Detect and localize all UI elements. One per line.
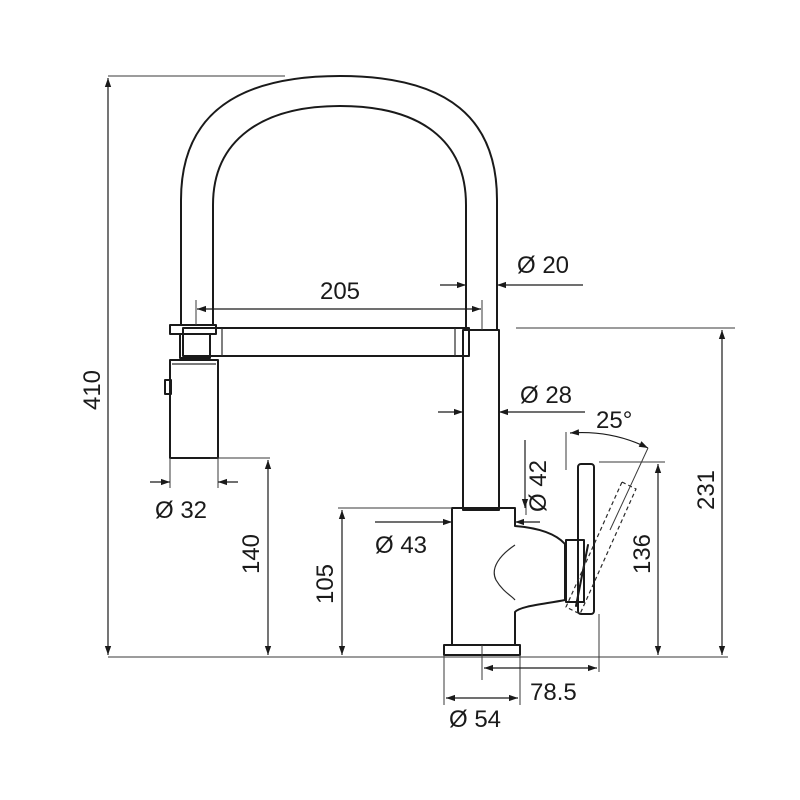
gooseneck-hose-inner <box>212 105 467 331</box>
dimension-lines <box>104 78 726 702</box>
faucet-outline <box>164 75 637 656</box>
lever-hub <box>565 539 585 603</box>
label-lever-offset: 78.5 <box>530 679 577 706</box>
label-lever-height: 136 <box>629 534 656 574</box>
lever-rotated <box>565 481 637 615</box>
dimension-labels: 410 205 Ø 20 Ø 28 Ø 32 25° Ø 42 Ø 43 140… <box>79 252 720 733</box>
label-collar-height: 105 <box>312 564 339 604</box>
label-body-dia: Ø 43 <box>375 532 427 559</box>
label-spout-height: 231 <box>693 470 720 510</box>
label-spout-reach: 205 <box>320 278 360 305</box>
extension-lines <box>108 75 735 705</box>
label-spray-head-dia: Ø 32 <box>155 497 207 524</box>
dim-angle-arc <box>569 429 649 449</box>
gooseneck-hose <box>180 75 498 331</box>
label-base-dia: Ø 54 <box>449 706 501 733</box>
spray-holder-cap <box>169 324 217 335</box>
spout-arm <box>182 327 470 357</box>
body-groove <box>493 544 516 601</box>
label-collar-dia: Ø 42 <box>525 460 552 512</box>
spray-button <box>164 379 172 395</box>
label-spout-dia: Ø 28 <box>520 382 572 409</box>
spray-holder <box>179 333 211 359</box>
spout-column <box>462 329 500 511</box>
label-angle: 25° <box>596 407 632 434</box>
faucet-body <box>451 507 566 646</box>
label-spray-height: 140 <box>238 534 265 574</box>
label-spout-tube-dia: Ø 20 <box>517 252 569 279</box>
label-overall-height: 410 <box>79 370 106 410</box>
spray-head <box>169 359 219 459</box>
